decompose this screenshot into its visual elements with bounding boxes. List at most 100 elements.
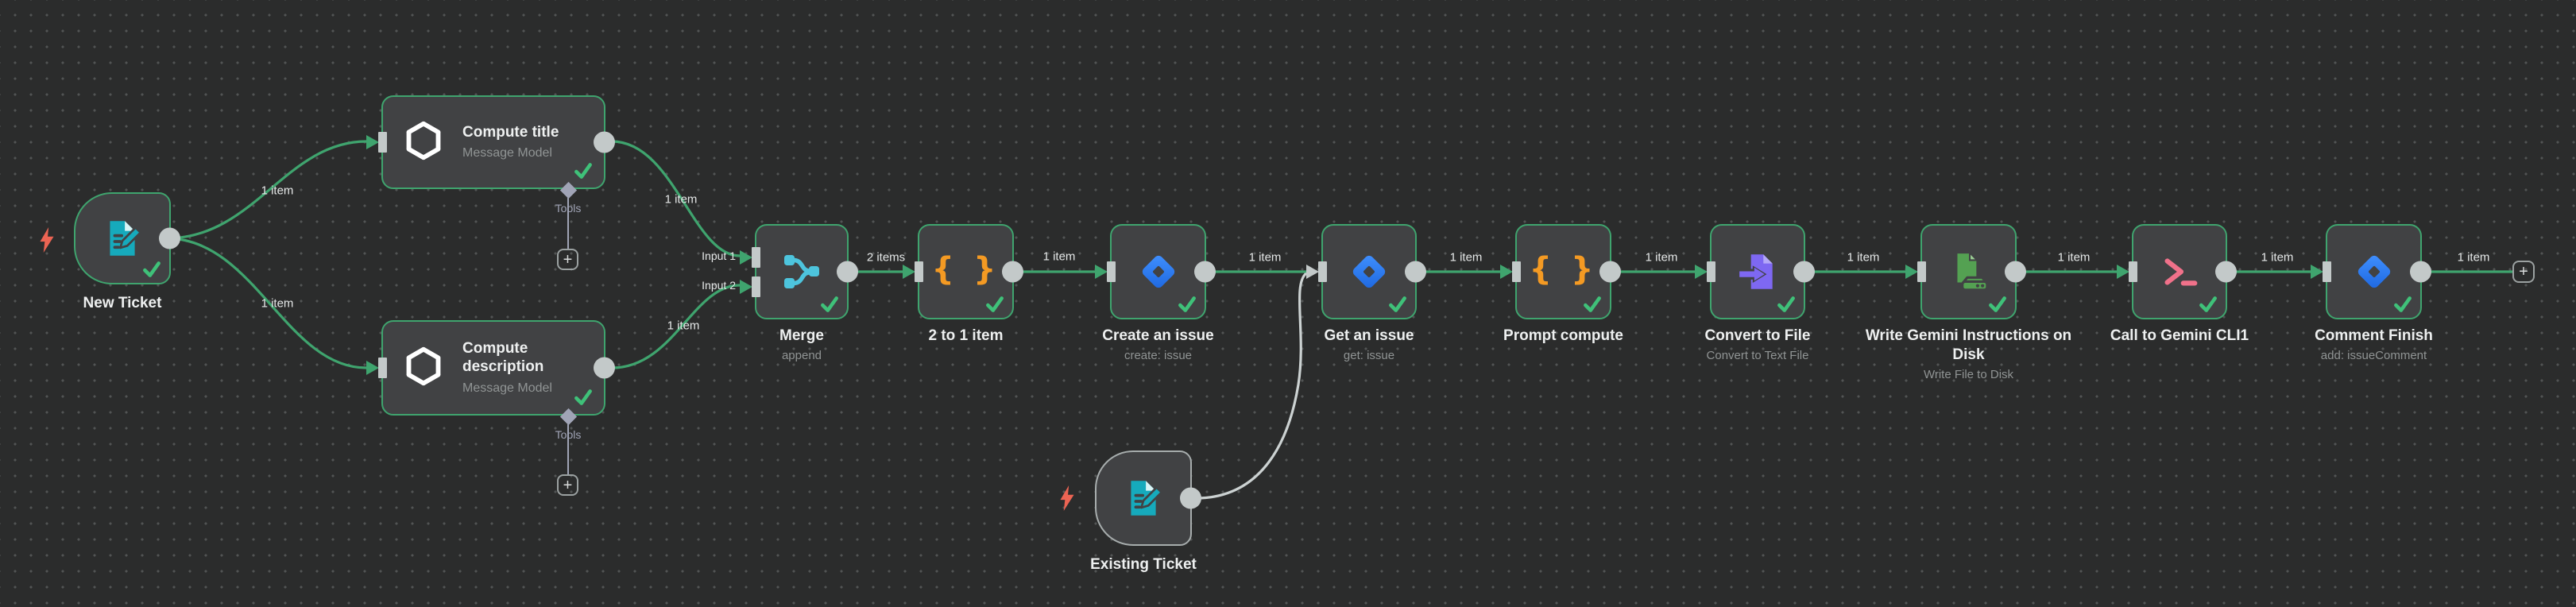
node-merge[interactable]: Merge append (740, 224, 858, 362)
node-subtitle: add: issueComment (2320, 348, 2427, 362)
node-call-to-gemini-cli1[interactable]: Call to Gemini CLI1 (2110, 224, 2249, 344)
node-title: Merge (779, 327, 824, 344)
node-compute-title[interactable]: Compute title Message Model Tools + (366, 95, 615, 270)
connection-edge-inactive[interactable] (1199, 272, 1308, 500)
node-subtitle: Write File to Disk (1923, 367, 2014, 381)
edge-label-items: 1 item (261, 296, 294, 311)
node-existing-ticket[interactable]: Existing Ticket (1090, 450, 1201, 573)
file-convert-icon (1712, 226, 1804, 318)
tools-connector-label: Tools (555, 428, 582, 441)
output-handle[interactable] (594, 357, 615, 379)
output-handle[interactable] (1002, 261, 1023, 283)
input-handle[interactable] (1512, 261, 1521, 282)
output-handle[interactable] (2215, 261, 2237, 283)
input-handle-1[interactable] (752, 247, 760, 268)
output-handle[interactable] (837, 261, 858, 283)
output-handle[interactable] (2005, 261, 2026, 283)
input-handle[interactable] (378, 132, 387, 153)
success-check-icon (2199, 296, 2217, 312)
node-title: Existing Ticket (1090, 556, 1197, 573)
edge-label-items: 1 item (1042, 249, 1076, 264)
edge-label-items: 1 item (2261, 250, 2294, 265)
input-handle[interactable] (1318, 261, 1327, 282)
form-trigger-icon (1097, 452, 1190, 544)
connection-arrowhead (1905, 265, 1918, 279)
output-handle[interactable] (1180, 487, 1201, 509)
node-convert-to-file[interactable]: Convert to File Convert to Text File (1695, 224, 1815, 362)
success-check-icon (821, 296, 838, 312)
success-check-icon (143, 261, 161, 277)
output-handle[interactable] (1405, 261, 1426, 283)
edge-label-items: 1 item (1645, 250, 1678, 265)
form-trigger-icon (75, 194, 169, 283)
connection-arrowhead (740, 280, 752, 294)
jira-icon (1112, 226, 1205, 318)
connection-edge[interactable] (611, 284, 741, 369)
node-new-ticket[interactable]: New Ticket (74, 192, 180, 311)
edge-label-items: 1 item (2057, 250, 2091, 265)
node-get-an-issue[interactable]: Get an issue get: issue (1306, 224, 1426, 362)
node-title: Prompt compute (1503, 327, 1623, 344)
input-handle[interactable] (2129, 261, 2137, 282)
edge-label-items: 1 item (667, 319, 700, 333)
node-prompt-compute[interactable]: { } Prompt compute (1500, 224, 1623, 344)
merge-icon (756, 226, 847, 318)
output-handle[interactable] (1599, 261, 1621, 283)
success-check-icon (986, 296, 1004, 312)
connection-arrowhead (903, 265, 915, 279)
node-subtitle: append (781, 348, 822, 362)
openai-icon (403, 346, 444, 391)
output-handle[interactable] (2410, 261, 2431, 283)
tools-connector-line (567, 424, 570, 474)
output-handle[interactable] (1793, 261, 1815, 283)
edge-label-items: 1 item (1847, 250, 1880, 265)
node-subtitle: Message Model (462, 381, 552, 395)
output-handle[interactable] (1194, 261, 1216, 283)
add-tool-button[interactable]: + (557, 474, 578, 496)
connection-arrowhead (2117, 265, 2129, 279)
connection-arrowhead (740, 250, 752, 265)
output-handle[interactable] (594, 131, 615, 153)
success-check-icon (2394, 296, 2412, 312)
add-node-button[interactable]: + (2512, 261, 2535, 283)
input-handle[interactable] (1917, 261, 1926, 282)
connection-arrowhead (1500, 265, 1513, 279)
edge-label-items: 1 item (2457, 250, 2490, 265)
success-check-icon (1389, 296, 1406, 312)
node-title: Call to Gemini CLI1 (2110, 327, 2249, 344)
node-write-gemini-instructions-on-disk[interactable]: Write Gemini Instructions on Disk Write … (1866, 224, 2071, 381)
edge-label-items: 1 item (1248, 250, 1282, 265)
output-handle[interactable] (159, 227, 180, 249)
trigger-bolt-icon (39, 227, 55, 257)
connection-arrowhead (366, 361, 379, 375)
connection-edge[interactable] (611, 140, 741, 257)
node-comment-finish[interactable]: Comment Finish add: issueComment (2311, 224, 2433, 362)
node-subtitle: get: issue (1343, 348, 1395, 362)
connection-edge[interactable] (166, 237, 367, 369)
trigger-bolt-icon (1059, 485, 1075, 515)
edge-label-items: 1 item (261, 184, 294, 198)
merge-input2-label: Input 2 (702, 279, 736, 292)
node-title: Compute title (462, 123, 559, 141)
node-create-an-issue[interactable]: Create an issue create: issue (1095, 224, 1216, 362)
input-handle[interactable] (1707, 261, 1715, 282)
node-title: Comment Finish (2315, 327, 2433, 344)
input-handle[interactable] (1107, 261, 1116, 282)
edge-label-items: 1 item (1449, 250, 1483, 265)
node-two-to-one-item[interactable]: { } 2 to 1 item (903, 224, 1023, 344)
node-compute-description[interactable]: Compute description Message Model Tools … (366, 320, 615, 496)
node-title: Get an issue (1324, 327, 1414, 344)
connection-edge[interactable] (166, 140, 367, 240)
merge-input1-label: Input 1 (702, 249, 736, 262)
connection-arrowhead (1095, 265, 1108, 279)
input-handle[interactable] (378, 358, 387, 378)
input-handle-2[interactable] (752, 276, 760, 297)
input-handle[interactable] (915, 261, 923, 282)
add-tool-button[interactable]: + (557, 249, 578, 270)
node-title: Create an issue (1102, 327, 1214, 344)
input-handle[interactable] (2323, 261, 2331, 282)
node-title: Compute description (462, 340, 544, 375)
openai-icon (403, 120, 444, 165)
